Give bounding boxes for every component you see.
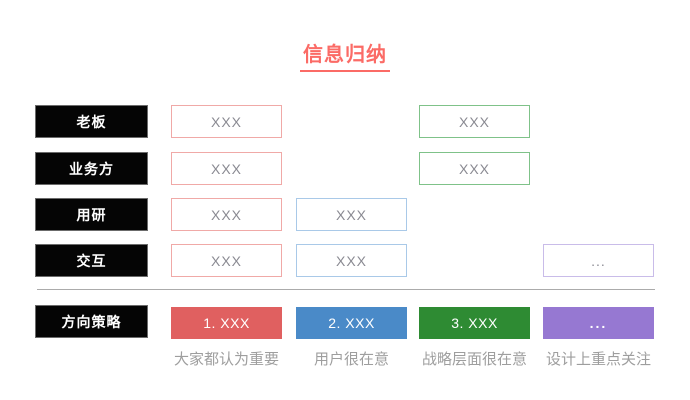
section-divider	[37, 289, 655, 290]
matrix-cell-business-consensus: XXX	[171, 152, 282, 185]
strategy-box-3: 3. XXX	[419, 307, 530, 339]
strategy-caption-design: 设计上重点关注	[545, 350, 651, 368]
matrix-cell-boss-consensus: XXX	[171, 105, 282, 138]
row-label-strategy: 方向策略	[35, 305, 148, 338]
matrix-cell-research-user: XXX	[296, 198, 407, 231]
strategy-box-2: 2. XXX	[296, 307, 407, 339]
page-title: 信息归纳	[300, 38, 390, 72]
strategy-box-1: 1. XXX	[171, 307, 282, 339]
matrix-cell-research-consensus: XXX	[171, 198, 282, 231]
matrix-cell-business-strategic: XXX	[419, 152, 530, 185]
row-label-interaction: 交互	[35, 244, 148, 277]
title-container: 信息归纳	[0, 38, 690, 72]
matrix-cell-boss-strategic: XXX	[419, 105, 530, 138]
matrix-cell-interaction-consensus: XXX	[171, 244, 282, 277]
strategy-caption-consensus: 大家都认为重要	[173, 350, 279, 368]
strategy-caption-strategic: 战略层面很在意	[421, 350, 527, 368]
strategy-box-more: ...	[543, 307, 654, 339]
row-label-business: 业务方	[35, 152, 148, 185]
row-label-boss: 老板	[35, 105, 148, 138]
strategy-caption-user: 用户很在意	[313, 350, 389, 368]
matrix-cell-interaction-user: XXX	[296, 244, 407, 277]
matrix-cell-interaction-design-more: ...	[543, 244, 654, 277]
row-label-user-research: 用研	[35, 198, 148, 231]
